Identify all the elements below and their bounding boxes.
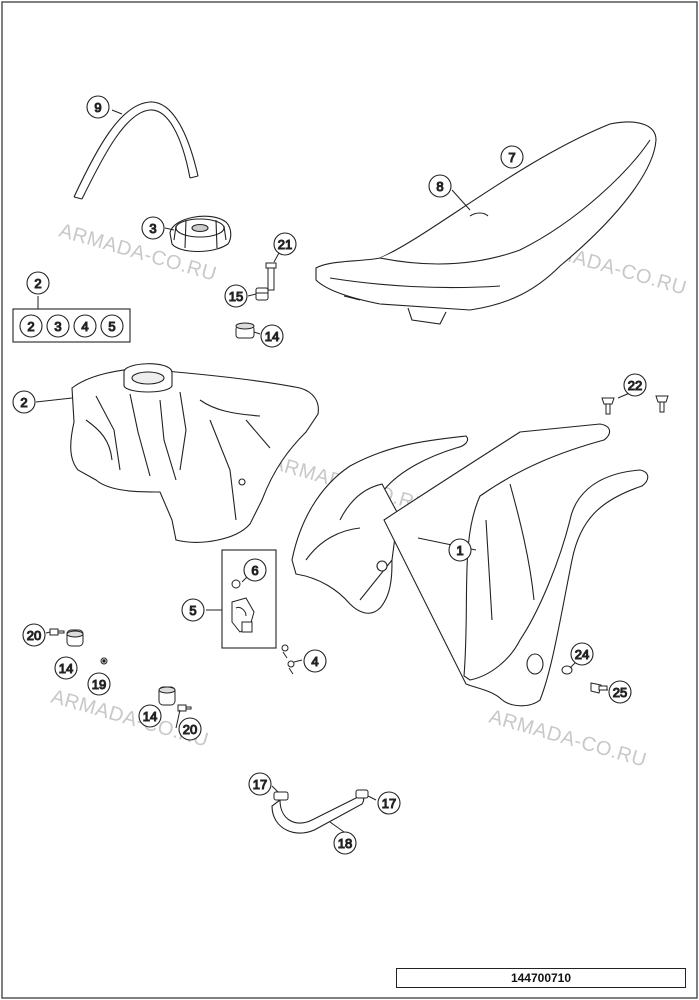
hose-clamps (273, 789, 369, 801)
callout-1: 1 (448, 538, 472, 562)
svg-text:24: 24 (575, 647, 589, 662)
callout-3: 3 (141, 216, 165, 240)
svg-text:14: 14 (265, 329, 279, 344)
callout-14-center: 14 (138, 704, 162, 728)
fuel-hose (271, 795, 365, 834)
shroud-washer-and-screw (561, 665, 608, 694)
callout-8: 8 (428, 174, 452, 198)
svg-text:3: 3 (54, 319, 61, 334)
seat (315, 121, 657, 325)
fuel-cap (169, 215, 232, 252)
fuel-tap (231, 579, 255, 633)
tank-mount-parts-left (49, 628, 108, 665)
kit-item-5: 5 (100, 314, 124, 338)
svg-text:20: 20 (183, 722, 197, 737)
callout-18: 18 (333, 831, 357, 855)
kit-item-3: 3 (46, 314, 70, 338)
breather-hose (73, 101, 199, 200)
callout-25: 25 (608, 680, 632, 704)
svg-text:1: 1 (456, 543, 463, 558)
callout-21: 21 (273, 232, 297, 256)
callout-14-left: 14 (54, 656, 78, 680)
seat-bolt (265, 262, 277, 291)
svg-text:6: 6 (251, 563, 258, 578)
callout-17-right: 17 (377, 791, 401, 815)
svg-text:17: 17 (382, 796, 396, 811)
tank-mount-parts-center (158, 686, 192, 712)
callout-2-tank: 2 (12, 390, 36, 414)
svg-text:7: 7 (508, 150, 515, 165)
fuel-tank-spoiler (291, 435, 469, 614)
watermark: ARMADA-CO.RU (487, 706, 649, 772)
callout-7: 7 (500, 145, 524, 169)
svg-text:20: 20 (27, 628, 41, 643)
svg-text:14: 14 (59, 661, 73, 676)
callout-5: 5 (181, 598, 205, 622)
document-number: 144700710 (396, 968, 686, 988)
svg-text:14: 14 (143, 709, 157, 724)
rubber-bushing-upper (235, 322, 255, 339)
callout-4: 4 (303, 649, 327, 673)
fuel-tap-group-box (221, 549, 277, 649)
callout-20-left: 20 (22, 623, 46, 647)
svg-text:18: 18 (338, 836, 352, 851)
svg-text:2: 2 (20, 395, 27, 410)
kit-contents-box (12, 296, 131, 343)
svg-text:21: 21 (278, 237, 292, 252)
tap-screws (281, 644, 295, 675)
svg-text:2: 2 (34, 276, 41, 291)
svg-text:25: 25 (613, 685, 627, 700)
svg-text:22: 22 (628, 378, 642, 393)
svg-text:4: 4 (311, 654, 318, 669)
svg-text:5: 5 (108, 319, 115, 334)
svg-text:3: 3 (149, 221, 156, 236)
svg-text:4: 4 (81, 319, 88, 334)
callout-9: 9 (86, 95, 110, 119)
seat-bushing (255, 287, 269, 301)
callout-2-group: 2 (26, 271, 50, 295)
svg-text:19: 19 (92, 677, 106, 692)
callout-17-left: 17 (248, 772, 272, 796)
kit-item-2: 2 (19, 314, 43, 338)
callout-15: 15 (224, 284, 248, 308)
svg-text:17: 17 (253, 777, 267, 792)
svg-text:15: 15 (229, 289, 243, 304)
callout-24: 24 (570, 642, 594, 666)
svg-text:9: 9 (94, 100, 101, 115)
collar-screws (601, 395, 669, 415)
fuel-tank (70, 363, 319, 543)
svg-text:5: 5 (189, 603, 196, 618)
radiator-shroud (383, 423, 649, 707)
callout-14-upper: 14 (260, 324, 284, 348)
callout-6: 6 (243, 558, 267, 582)
callout-19: 19 (87, 672, 111, 696)
leader-lines (35, 109, 633, 833)
callout-22: 22 (623, 373, 647, 397)
callout-20-center: 20 (178, 717, 202, 741)
svg-text:2: 2 (27, 319, 34, 334)
svg-text:8: 8 (436, 179, 443, 194)
kit-item-4: 4 (73, 314, 97, 338)
callouts: 9 3 2 2 3 4 5 2 7 8 21 15 14 22 1 6 5 4 … (12, 95, 647, 855)
